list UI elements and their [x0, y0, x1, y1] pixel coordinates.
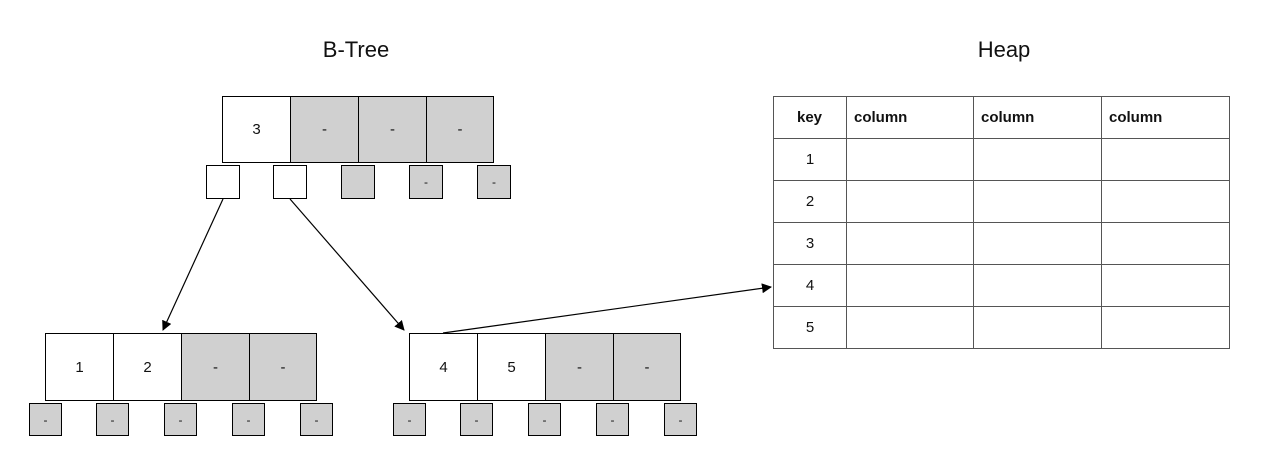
- leaf-pointer-slot: -: [664, 403, 697, 436]
- leaf-pointer-slot: -: [29, 403, 62, 436]
- heap-header-cell: column: [1101, 96, 1230, 139]
- leaf-key-slot: -: [545, 333, 614, 401]
- leaf-key-slot: 4: [409, 333, 478, 401]
- heap-cell: [973, 222, 1102, 265]
- root-pointer-slot: [206, 165, 240, 199]
- root-pointer-slot: [341, 165, 375, 199]
- heap-table: key column column column 1 2 3 4: [773, 96, 1230, 349]
- arrow-leaf-to-heap-row: [442, 283, 772, 334]
- leaf-key-slot: -: [613, 333, 681, 401]
- leaf-key-slot: 5: [477, 333, 546, 401]
- heap-cell: [1101, 180, 1230, 223]
- btree-title: B-Tree: [322, 37, 390, 62]
- root-key-slot: -: [358, 96, 427, 163]
- leaf-key-slot: 2: [113, 333, 182, 401]
- heap-row: 2: [773, 180, 1230, 223]
- root-key-slot: 3: [222, 96, 291, 163]
- root-key-slot: -: [426, 96, 494, 163]
- root-pointer-slot: -: [477, 165, 511, 199]
- leaf-pointer-slot: -: [596, 403, 629, 436]
- heap-row: 5: [773, 306, 1230, 349]
- heap-cell: [973, 306, 1102, 349]
- leaf-pointer-slot: -: [528, 403, 561, 436]
- arrow-root-to-left-leaf: [162, 198, 224, 331]
- leaf-pointer-slot: -: [460, 403, 493, 436]
- leaf-key-slot: -: [249, 333, 317, 401]
- heap-cell: [1101, 222, 1230, 265]
- heap-key-cell: 1: [773, 138, 847, 181]
- heap-key-cell: 4: [773, 264, 847, 307]
- root-key-slot: -: [290, 96, 359, 163]
- leaf-key-slot: -: [181, 333, 250, 401]
- leaf-pointer-slot: -: [164, 403, 197, 436]
- heap-cell: [846, 306, 974, 349]
- root-pointer-slot: [273, 165, 307, 199]
- leaf-pointer-slot: -: [300, 403, 333, 436]
- arrow-root-to-right-leaf: [289, 198, 405, 331]
- leaf-pointer-slot: -: [96, 403, 129, 436]
- heap-cell: [846, 138, 974, 181]
- heap-key-cell: 5: [773, 306, 847, 349]
- heap-title: Heap: [977, 37, 1031, 62]
- heap-cell: [1101, 306, 1230, 349]
- leaf-pointer-slot: -: [232, 403, 265, 436]
- leaf-pointer-slot: -: [393, 403, 426, 436]
- root-pointer-slot: -: [409, 165, 443, 199]
